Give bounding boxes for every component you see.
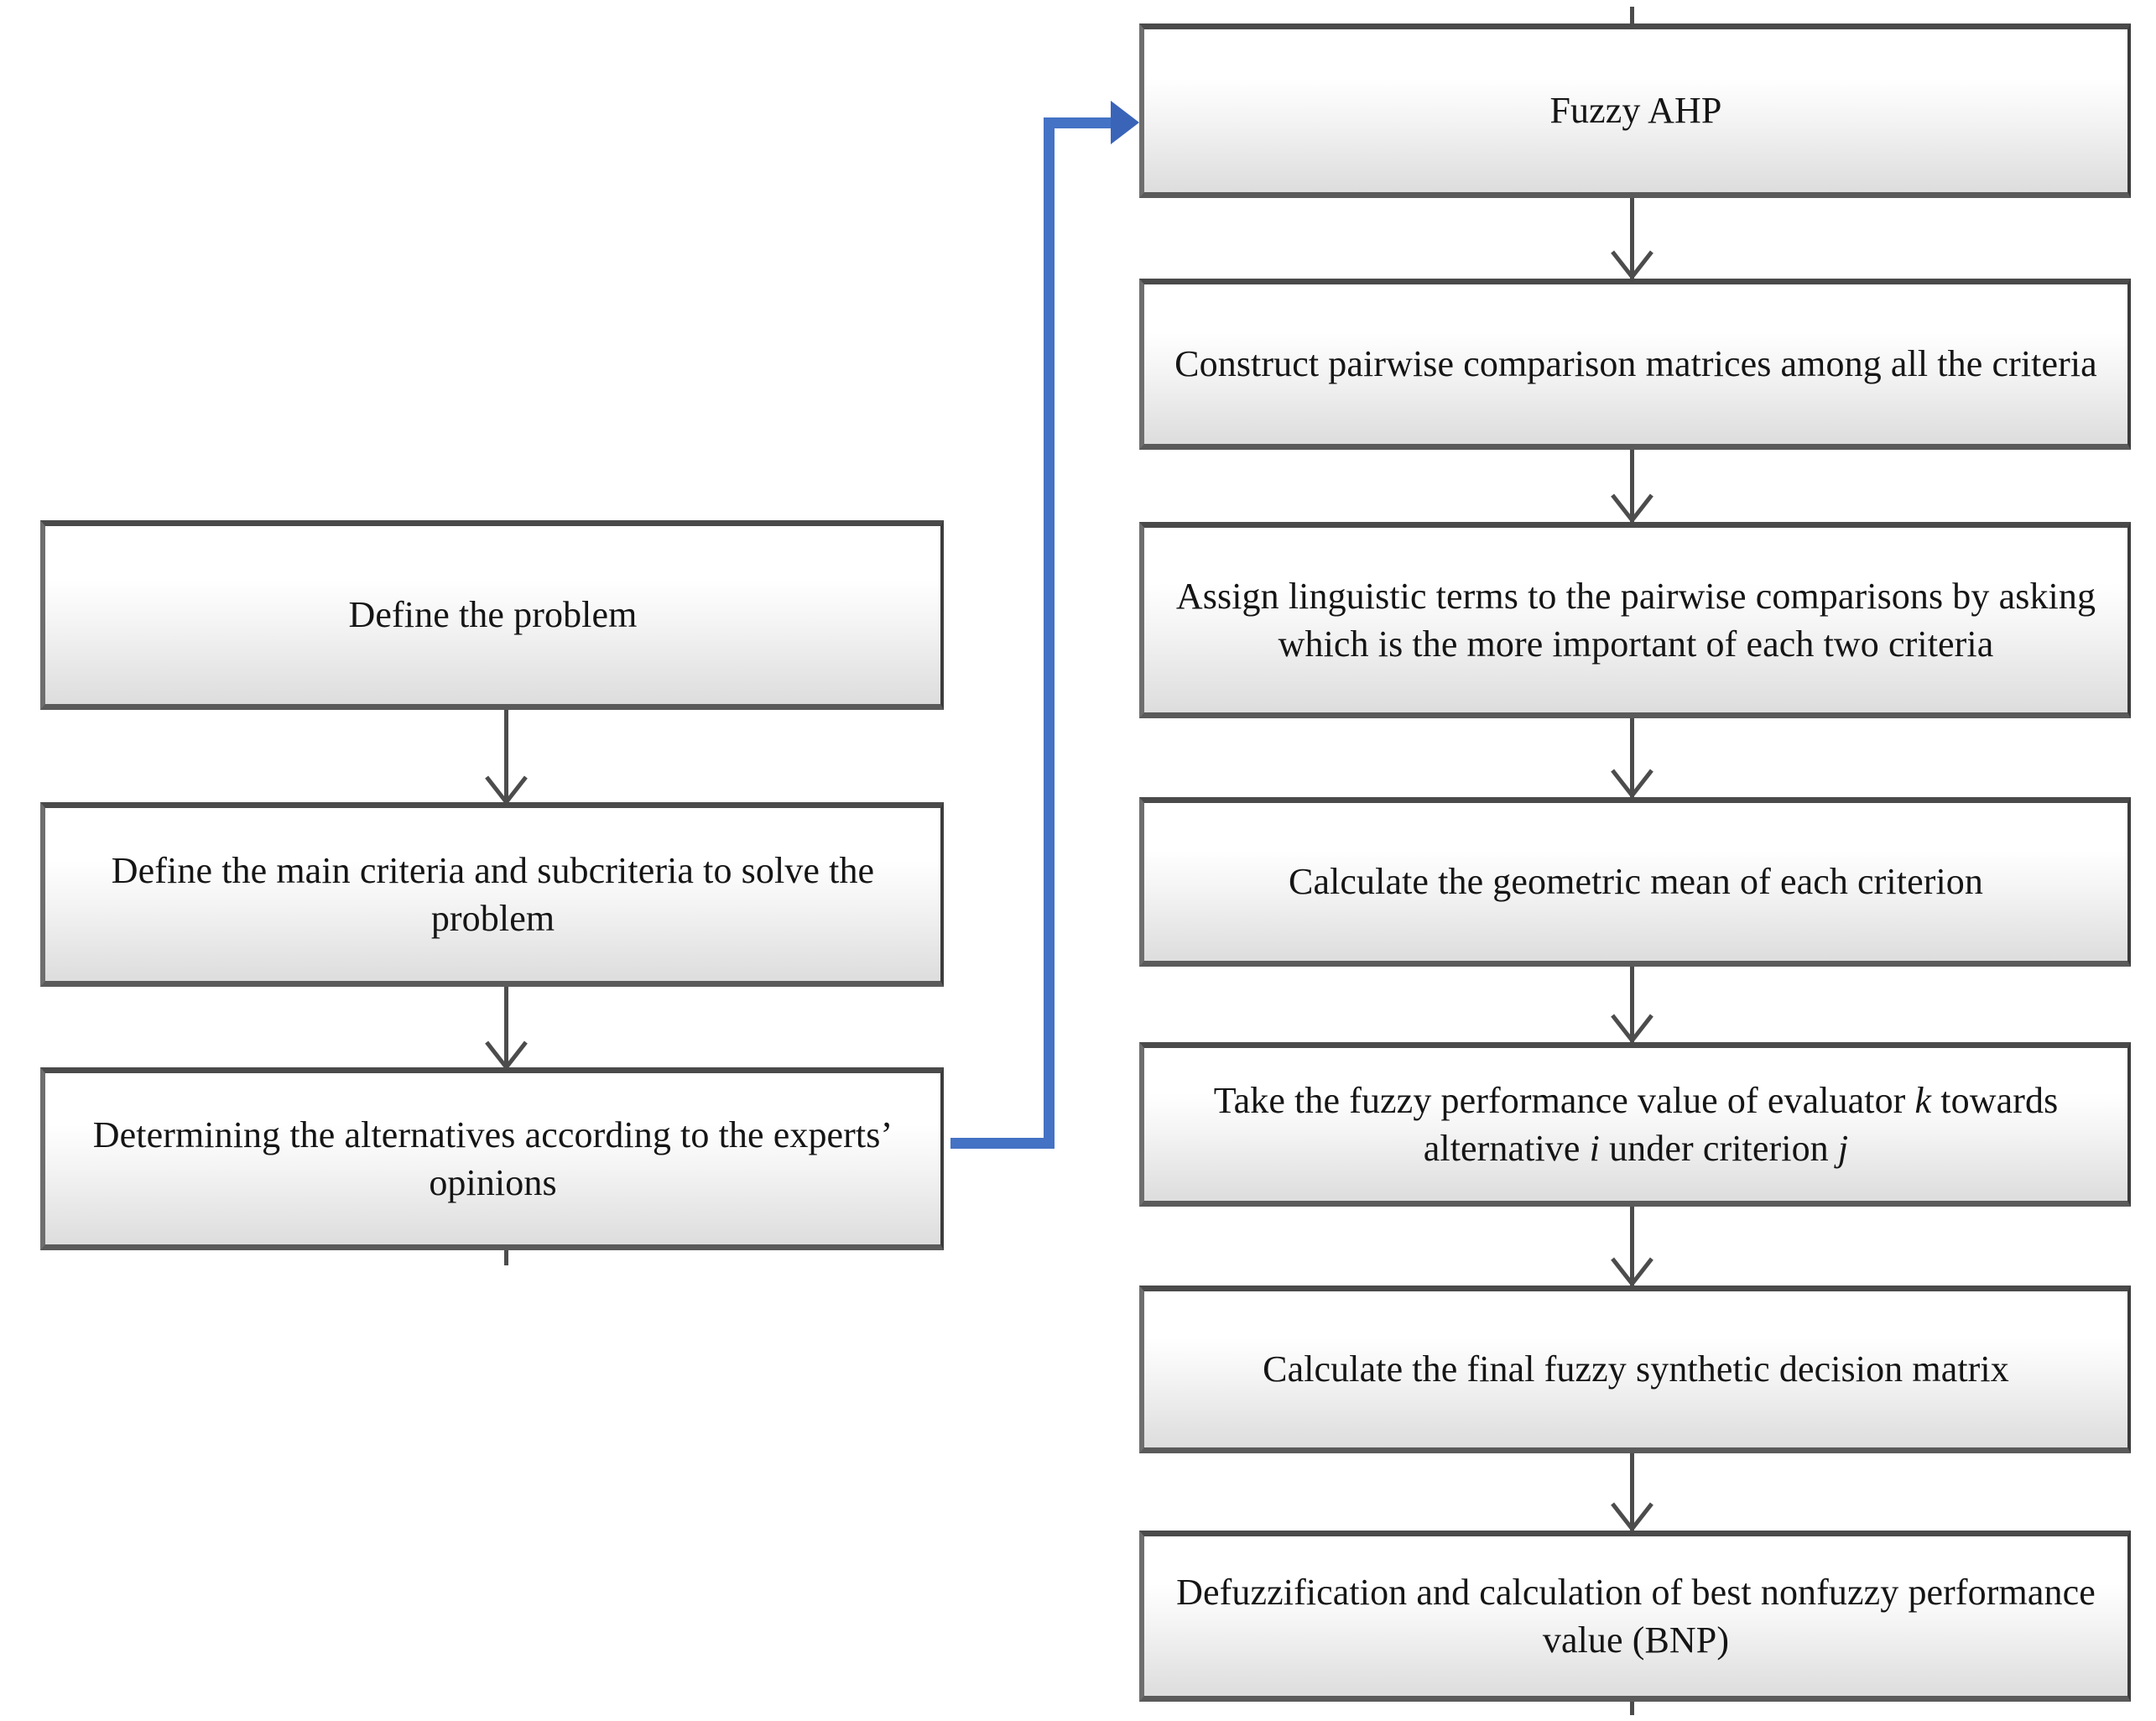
node-determine-alternatives[interactable]: Determining the alternatives according t…	[40, 1067, 944, 1250]
connector-right-top-stub	[1630, 7, 1634, 23]
node-fuzzy-ahp-label: Fuzzy AHP	[1549, 90, 1722, 132]
node-fuzzy-performance-label: Take the fuzzy performance value of eval…	[1156, 1077, 2116, 1172]
connector-right-3	[1630, 718, 1634, 797]
blue-connector-bottom-segment	[950, 1138, 1055, 1149]
connector-left-1	[504, 710, 508, 804]
node-defuzzification-label: Defuzzification and calculation of best …	[1176, 1571, 2096, 1661]
node-assign-linguistic[interactable]: Assign linguistic terms to the pairwise …	[1139, 522, 2131, 718]
connector-right-2	[1630, 450, 1634, 522]
connector-right-5	[1630, 1207, 1634, 1286]
node-fuzzy-ahp[interactable]: Fuzzy AHP	[1139, 23, 2131, 198]
node-defuzzification[interactable]: Defuzzification and calculation of best …	[1139, 1531, 2131, 1702]
blue-connector-vertical-segment	[1044, 117, 1055, 1143]
node-construct-matrices[interactable]: Construct pairwise comparison matrices a…	[1139, 279, 2131, 450]
connector-right-6	[1630, 1453, 1634, 1531]
blue-connector-top-segment	[1044, 117, 1117, 128]
connector-left-tail-stub	[504, 1250, 508, 1265]
fuzzy-performance-var-k: k	[1914, 1079, 1932, 1121]
blue-connector-arrowhead	[1111, 101, 1139, 144]
connector-right-tail-stub	[1630, 1702, 1634, 1715]
node-determine-alternatives-label: Determining the alternatives according t…	[92, 1113, 893, 1203]
fuzzy-performance-text-part3: under criterion	[1599, 1128, 1838, 1169]
node-define-problem-label: Define the problem	[348, 594, 638, 636]
fuzzy-performance-var-j: j	[1837, 1128, 1849, 1169]
connector-left-2	[504, 987, 508, 1069]
connector-right-4	[1630, 967, 1634, 1042]
fuzzy-performance-text-part2: towards alternative	[1423, 1079, 2059, 1169]
connector-right-1	[1630, 198, 1634, 279]
fuzzy-performance-var-i: i	[1589, 1128, 1600, 1169]
node-define-criteria-label: Define the main criteria and subcriteria…	[111, 849, 875, 939]
node-define-criteria[interactable]: Define the main criteria and subcriteria…	[40, 802, 944, 987]
fuzzy-performance-text-part1: Take the fuzzy performance value of eval…	[1213, 1079, 1915, 1121]
node-assign-linguistic-label: Assign linguistic terms to the pairwise …	[1175, 575, 2096, 665]
node-geometric-mean[interactable]: Calculate the geometric mean of each cri…	[1139, 797, 2131, 967]
node-define-problem[interactable]: Define the problem	[40, 520, 944, 710]
node-fuzzy-performance[interactable]: Take the fuzzy performance value of eval…	[1139, 1042, 2131, 1207]
node-geometric-mean-label: Calculate the geometric mean of each cri…	[1289, 861, 1983, 903]
node-synthetic-decision[interactable]: Calculate the final fuzzy synthetic deci…	[1139, 1286, 2131, 1453]
node-synthetic-decision-label: Calculate the final fuzzy synthetic deci…	[1263, 1348, 2009, 1390]
node-construct-matrices-label: Construct pairwise comparison matrices a…	[1174, 343, 2097, 385]
